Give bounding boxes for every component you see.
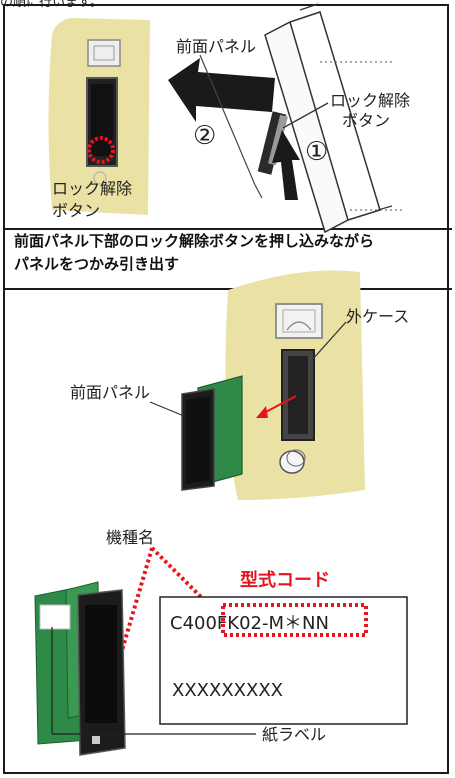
front-panel-label-2: 前面パネル (70, 383, 150, 402)
paper-label-sticker (39, 604, 71, 630)
type-code-highlight (221, 603, 368, 637)
unlock-button-highlight (87, 136, 115, 164)
caption-line-2: パネルをつかみ引き出す (14, 255, 180, 273)
front-panel-label-1: 前面パネル (176, 37, 256, 56)
outer-case-label: 外ケース (346, 307, 409, 326)
meter-icon (87, 39, 121, 67)
paper-label-text: 紙ラベル (262, 725, 326, 744)
step2-marker: ② (193, 121, 216, 151)
model-code-text: C400FK02-M＊NN (170, 613, 329, 634)
pull-arrow (168, 58, 275, 122)
caption-line-1: 前面パネル下部のロック解除ボタンを押し込みながら (14, 232, 375, 250)
serial-placeholder: XXXXXXXXX (172, 680, 283, 701)
unlock-button-label-left-2: ボタン (52, 201, 100, 220)
unlock-button-label-right-2: ボタン (342, 111, 390, 130)
outer-frame (3, 4, 449, 774)
type-code-title: 型式コード (240, 569, 330, 591)
panel-front-face (186, 396, 210, 484)
unlock-button-label-left-1: ロック解除 (52, 179, 132, 198)
section-divider-2 (3, 288, 452, 290)
step1-marker: ① (305, 137, 328, 167)
section-divider-1 (3, 228, 452, 230)
insert-arrow (256, 406, 268, 418)
unlock-button-label-right-1: ロック解除 (330, 91, 410, 110)
push-arrow (272, 130, 300, 200)
instruction-caption: 前面パネル下部のロック解除ボタンを押し込みながら パネルをつかみ引き出す (14, 230, 444, 276)
model-name-label: 機種名 (106, 528, 154, 547)
